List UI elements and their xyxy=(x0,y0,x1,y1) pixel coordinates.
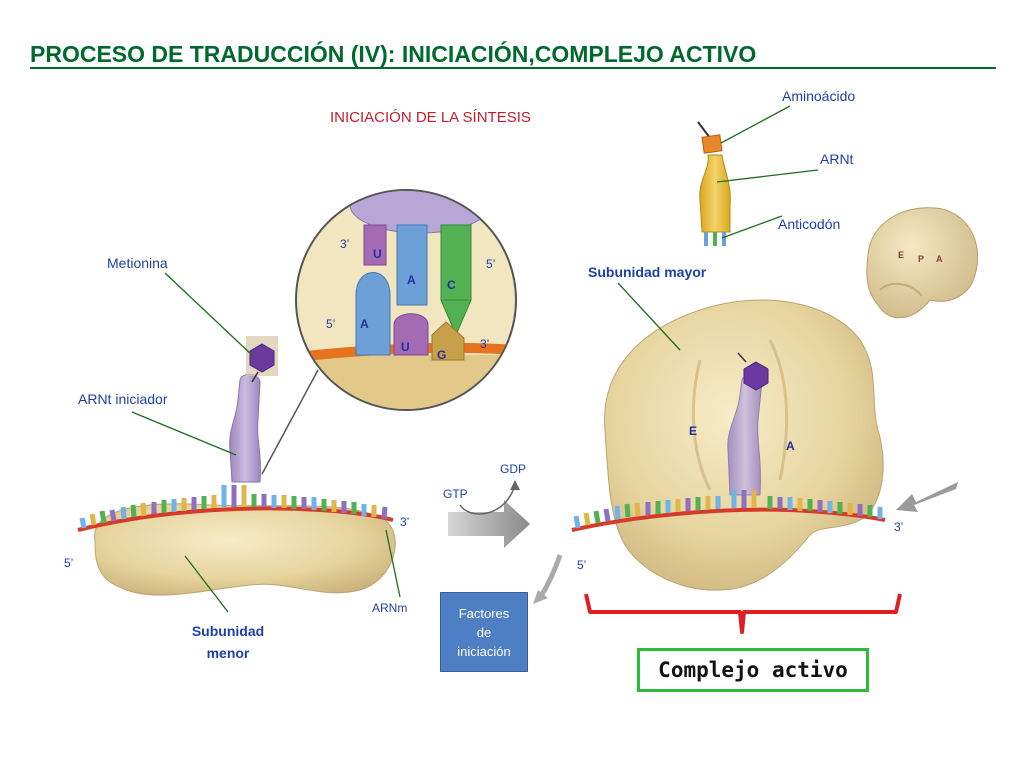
active-complex-trna xyxy=(727,352,769,496)
label-aminoacido: Aminoácido xyxy=(782,88,855,104)
leader-metionina xyxy=(164,272,255,358)
initiator-trna xyxy=(229,336,278,483)
label-3prime-left: 3’ xyxy=(400,515,409,529)
free-trna xyxy=(697,121,731,246)
complejo-activo-box: Complejo activo xyxy=(637,648,869,692)
factores-line-2: de xyxy=(476,624,492,640)
section-subtitle: INICIACIÓN DE LA SÍNTESIS xyxy=(330,109,531,126)
incoming-arrow-right xyxy=(896,482,958,512)
label-zoom-5prime-top: 5’ xyxy=(486,257,495,271)
base-codon-3: G xyxy=(437,348,446,362)
codon-zoom-circle xyxy=(295,189,517,411)
small-site-p: P xyxy=(918,254,924,264)
small-site-a: A xyxy=(936,254,943,264)
leader-arnm xyxy=(385,529,401,598)
label-5prime-left: 5’ xyxy=(64,556,73,570)
label-zoom-3prime-top: 3’ xyxy=(340,237,349,251)
label-arnt-iniciador: ARNt iniciador xyxy=(78,391,168,407)
active-complex-bracket xyxy=(584,593,902,634)
label-zoom-3prime-bottom: 3’ xyxy=(480,337,489,351)
label-subunidad-menor-2: menor xyxy=(207,645,250,661)
label-metionina: Metionina xyxy=(107,255,168,271)
small-site-e: E xyxy=(898,250,904,260)
base-codon-2: U xyxy=(401,340,410,354)
mrna-strand-left xyxy=(77,485,394,532)
base-anticodon-2: A xyxy=(407,273,416,287)
zoom-connector xyxy=(261,369,319,475)
mrna-strand-right xyxy=(571,490,886,532)
label-subunidad-menor-1: Subunidad xyxy=(192,623,264,639)
factores-iniciacion-box: Factores de iniciación xyxy=(440,592,528,672)
factores-line-3: iniciación xyxy=(457,643,511,659)
leader-arnt xyxy=(716,169,819,183)
label-arnt: ARNt xyxy=(820,151,854,167)
leader-arnt-iniciador xyxy=(131,411,237,456)
factores-line-1: Factores xyxy=(458,605,510,621)
leader-subunidad-menor xyxy=(184,555,229,613)
site-a-label: A xyxy=(786,439,795,453)
factores-arrow xyxy=(537,554,563,600)
base-codon-1: A xyxy=(360,317,369,331)
label-gtp: GTP xyxy=(443,487,468,501)
label-zoom-5prime-bottom: 5’ xyxy=(326,317,335,331)
label-subunidad-mayor: Subunidad mayor xyxy=(588,264,707,280)
ribosome-icon-small xyxy=(866,207,979,319)
gtp-gdp-arrow xyxy=(448,480,530,548)
page-title: PROCESO DE TRADUCCIÓN (IV): INICIACIÓN,C… xyxy=(30,40,756,67)
leader-subunidad-mayor xyxy=(617,282,681,351)
leader-anticodon xyxy=(721,215,783,239)
aminoacid-cube xyxy=(701,134,723,154)
base-anticodon-1: U xyxy=(373,247,382,261)
methionine-hexagon xyxy=(249,343,275,373)
label-3prime-right: 3’ xyxy=(894,520,903,534)
label-gdp: GDP xyxy=(500,462,526,476)
leader-aminoacido xyxy=(720,105,791,144)
site-e-label: E xyxy=(689,424,697,438)
label-arnm: ARNm xyxy=(372,601,407,615)
label-5prime-right: 5’ xyxy=(577,558,586,572)
label-anticodon: Anticodón xyxy=(778,216,840,232)
base-anticodon-3: C xyxy=(447,278,456,292)
